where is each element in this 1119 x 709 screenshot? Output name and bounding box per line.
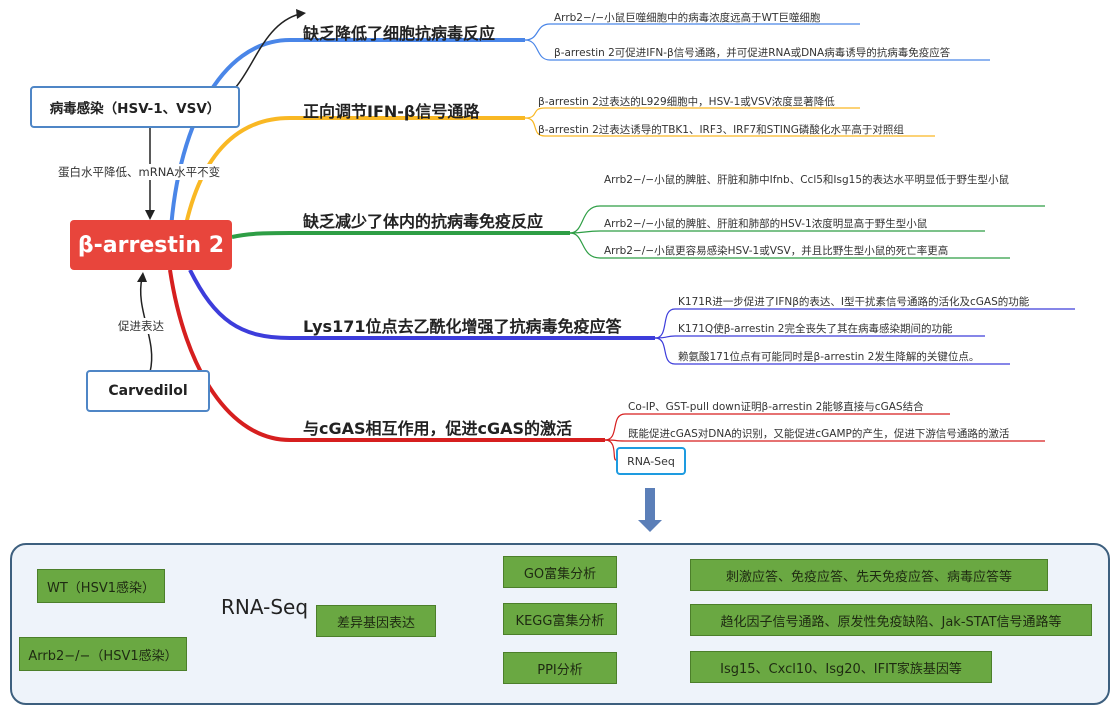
branch-title-5: 与cGAS相互作用，促进cGAS的激活 [303,419,573,438]
leaf-5-2: 既能促进cGAS对DNA的识别，又能促进cGAMP的产生，促进下游信号通路的激活 [628,428,1010,440]
leaf-2-2: β-arrestin 2过表达诱导的TBK1、IRF3、IRF7和STING磷酸… [538,124,904,136]
go-result-box: 刺激应答、免疫应答、先天免疫应答、病毒应答等 [690,559,1048,591]
branch-connector-3 [231,231,570,239]
leaf-connector [524,107,860,119]
leaf-connector [604,439,617,461]
carvedilol-edge-label: 促进表达 [118,318,164,334]
branch-connector-5 [168,269,605,442]
leaf-4-3: 赖氨酸171位点有可能同时是β-arrestin 2发生降解的关键位点。 [678,351,980,363]
go-analysis-box: GO富集分析 [503,556,617,588]
kegg-result-box: 趋化因子信号通路、原发性免疫缺陷、Jak-STAT信号通路等 [690,604,1092,636]
leaf-2-1: β-arrestin 2过表达的L929细胞中，HSV-1或VSV浓度显著降低 [538,96,835,108]
leaf-connector [604,413,950,441]
center-node: β-arrestin 2 [70,220,232,270]
leaf-connector [569,232,1010,259]
leaf-5-1: Co-IP、GST-pull down证明β-arrestin 2能够直接与cG… [628,401,924,413]
branch-title-1: 缺乏降低了细胞抗病毒反应 [303,24,496,43]
leaf-4-1: K171R进一步促进了IFNβ的表达、Ⅰ型干扰素信号通路的活化及cGAS的功能 [678,296,1030,308]
branch-title-4: Lys171位点去乙酰化增强了抗病毒免疫应答 [303,317,622,336]
leaf-connector [654,308,1075,339]
deg-box: 差异基因表达 [316,605,436,637]
leaf-3-3: Arrb2−/−小鼠更容易感染HSV-1或VSV，并且比野生型小鼠的死亡率更高 [604,245,949,257]
rnaseq-node: RNA-Seq [616,447,686,475]
ppi-analysis-box: PPI分析 [503,652,617,684]
ko-group-box: Arrb2−/−（HSV1感染） [19,637,187,671]
leaf-4-2: K171Q使β-arrestin 2完全丧失了其在病毒感染期间的功能 [678,323,953,335]
leaf-connector [604,439,1045,442]
leaf-connector [569,205,1045,234]
leaf-1-2: β-arrestin 2可促进IFN-β信号通路，并可促进RNA或DNA病毒诱导… [554,47,951,59]
leaf-connector [654,335,985,339]
leaf-connector [654,337,1010,365]
branch-title-3: 缺乏减少了体内的抗病毒免疫反应 [303,212,544,231]
down-arrow-shaft [645,488,655,522]
leaf-3-1: Arrb2−/−小鼠的脾脏、肝脏和肺中Ifnb、Ccl5和Isg15的表达水平明… [604,174,1010,186]
down-arrow-head [638,520,662,532]
branch-title-2: 正向调节IFN-β信号通路 [303,102,480,121]
leaf-connector [524,39,990,61]
virus-infection-box: 病毒感染（HSV-1、VSV） [30,86,240,128]
leaf-connector [524,23,860,41]
leaf-1-1: Arrb2−/−小鼠巨噬细胞中的病毒浓度远高于WT巨噬细胞 [554,12,821,24]
branch-connector-2 [180,116,525,246]
panel-rnaseq-label: RNA-Seq [221,595,309,619]
virus-edge-label: 蛋白水平降低、mRNA水平不变 [58,164,221,180]
leaf-connector [524,117,935,137]
carvedilol-box: Carvedilol [86,370,210,412]
wt-group-box: WT（HSV1感染） [37,569,165,603]
ppi-result-box: Isg15、Cxcl10、Isg20、IFIT家族基因等 [690,651,992,683]
branch-connector-4 [188,269,655,340]
leaf-3-2: Arrb2−/−小鼠的脾脏、肝脏和肺部的HSV-1浓度明显高于野生型小鼠 [604,218,928,230]
kegg-analysis-box: KEGG富集分析 [503,603,617,635]
leaf-connector [569,230,985,234]
